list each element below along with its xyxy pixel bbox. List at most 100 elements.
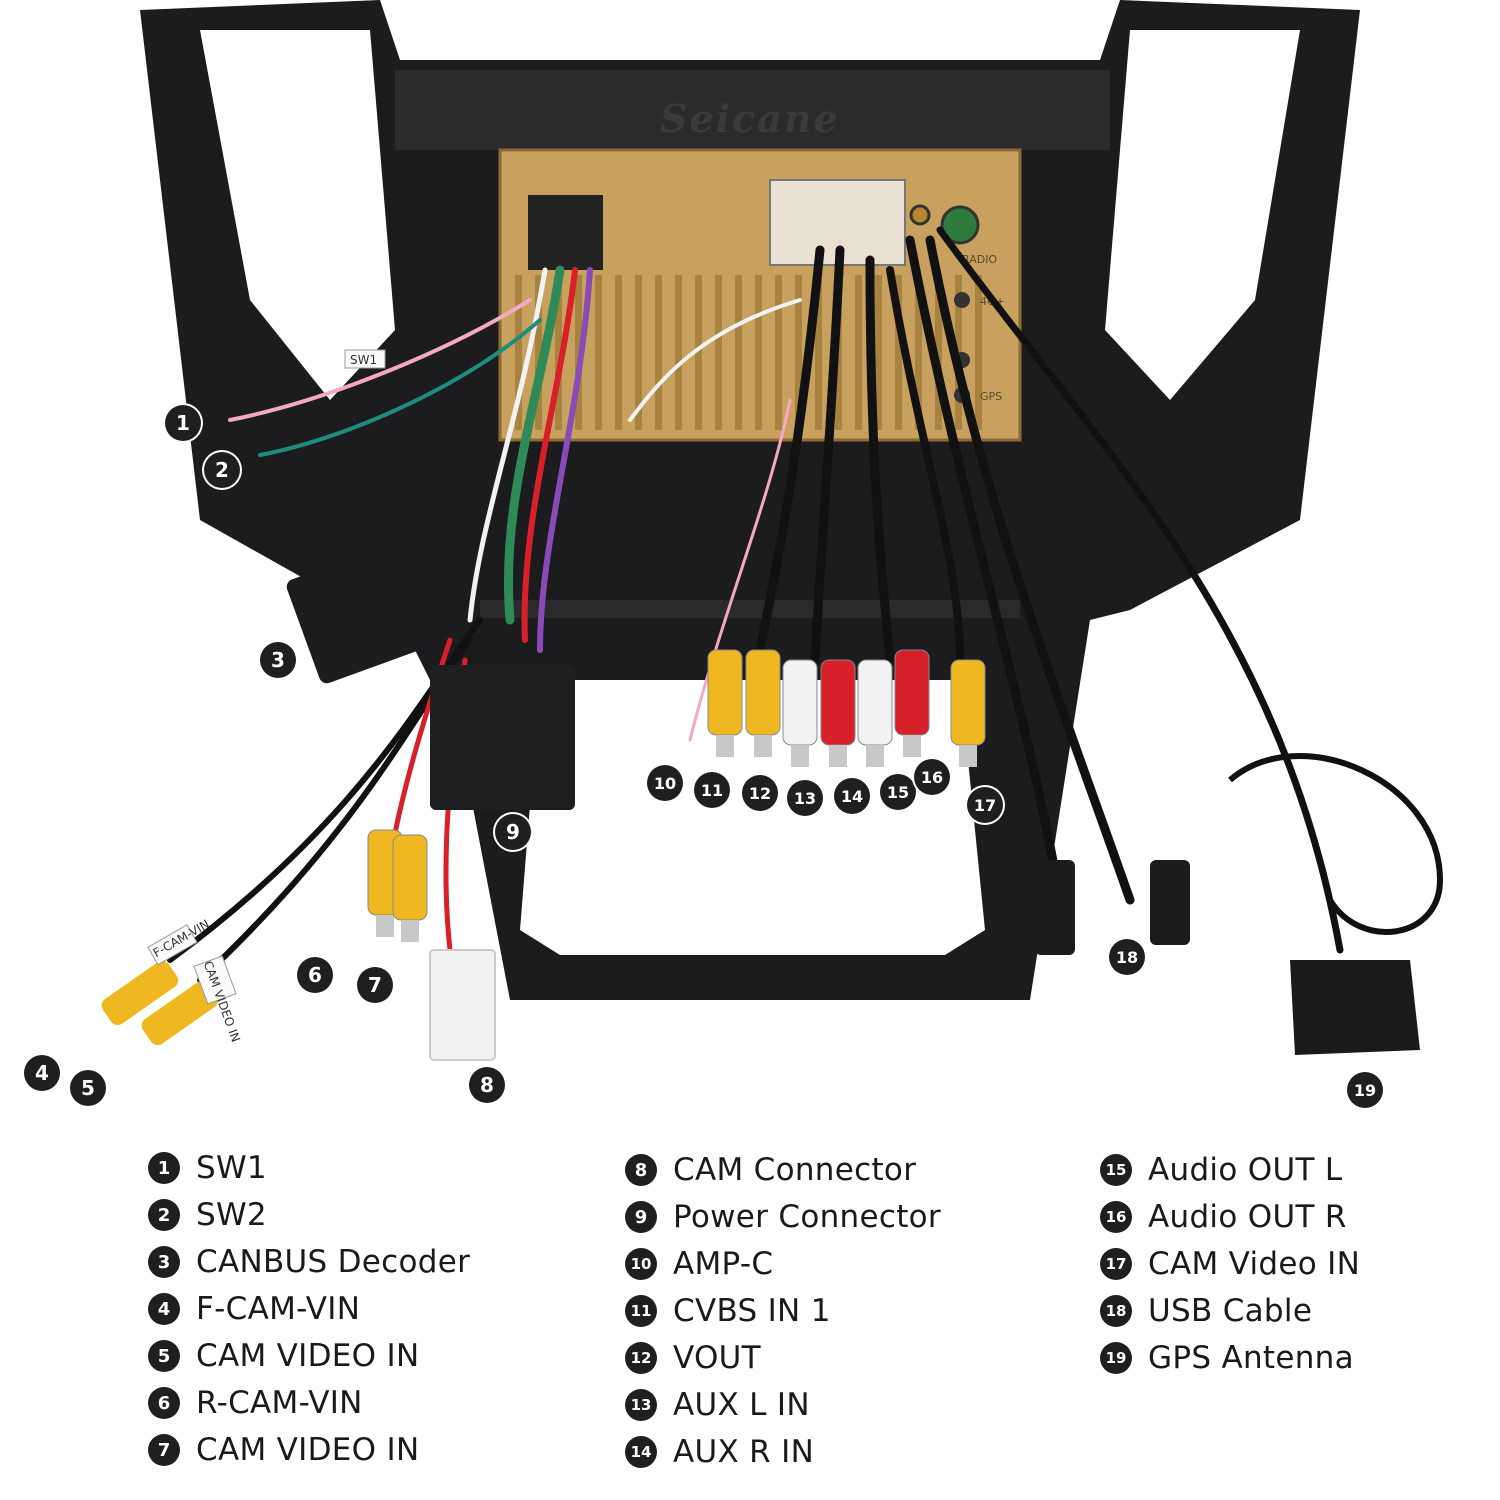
legend-number: 7 xyxy=(148,1434,180,1466)
rca-plug xyxy=(392,834,428,921)
rca-plug xyxy=(782,659,818,746)
legend-item-14: 14 AUX R IN xyxy=(625,1432,814,1472)
legend-number: 2 xyxy=(148,1199,180,1231)
legend-item-12: 12 VOUT xyxy=(625,1338,761,1378)
heatsink-fin xyxy=(855,275,862,430)
legend-number: 9 xyxy=(625,1201,657,1233)
legend-number: 5 xyxy=(148,1340,180,1372)
legend-number: 8 xyxy=(625,1154,657,1186)
legend-label: F-CAM-VIN xyxy=(196,1291,361,1327)
power-connector xyxy=(430,665,575,810)
heatsink-fin xyxy=(635,275,642,430)
heatsink-fin xyxy=(895,275,902,430)
legend-label: VOUT xyxy=(673,1340,761,1376)
heatsink-fin xyxy=(715,275,722,430)
legend-number: 16 xyxy=(1100,1201,1132,1233)
legend-label: CVBS IN 1 xyxy=(673,1293,831,1329)
legend-number: 15 xyxy=(1100,1154,1132,1186)
power-socket xyxy=(528,195,603,270)
cam-connector xyxy=(429,949,496,1061)
callout-10: 10 xyxy=(647,765,683,801)
legend-item-5: 5 CAM VIDEO IN xyxy=(148,1336,419,1376)
callout-8: 8 xyxy=(469,1067,505,1103)
legend-number: 17 xyxy=(1100,1248,1132,1280)
legend-number: 10 xyxy=(625,1248,657,1280)
legend-number: 3 xyxy=(148,1246,180,1278)
dashboard-frame xyxy=(140,0,1360,1000)
callout-12: 12 xyxy=(742,775,778,811)
gps-antenna xyxy=(1290,960,1420,1055)
callout-11: 11 xyxy=(694,772,730,808)
legend-item-3: 3 CANBUS Decoder xyxy=(148,1242,470,1282)
rca-tip xyxy=(959,745,977,767)
callout-5: 5 xyxy=(70,1070,106,1106)
heatsink-fin xyxy=(535,275,542,430)
rca-plug xyxy=(950,659,986,746)
heatsink-fin xyxy=(935,275,942,430)
legend-label: CAM Connector xyxy=(673,1152,917,1188)
legend-item-11: 11 CVBS IN 1 xyxy=(625,1291,831,1331)
legend-label: Power Connector xyxy=(673,1199,941,1235)
legend-item-4: 4 F-CAM-VIN xyxy=(148,1289,360,1329)
legend-item-15: 15 Audio OUT L xyxy=(1100,1150,1342,1190)
callout-7: 7 xyxy=(357,967,393,1003)
heatsink-fin xyxy=(795,275,802,430)
rca-tip xyxy=(716,735,734,757)
heatsink-fin xyxy=(815,275,822,430)
legend-number: 19 xyxy=(1100,1342,1132,1374)
gps-port-icon xyxy=(909,204,931,226)
rca-plug xyxy=(745,649,781,736)
legend-item-18: 18 USB Cable xyxy=(1100,1291,1312,1331)
legend-number: 13 xyxy=(625,1389,657,1421)
fourg-port-icon xyxy=(954,292,970,308)
rca-plugs xyxy=(101,649,986,1046)
callout-9: 9 xyxy=(495,814,531,850)
legend-label: CAM VIDEO IN xyxy=(196,1432,420,1468)
legend-number: 6 xyxy=(148,1387,180,1419)
legend-label: AMP-C xyxy=(673,1246,774,1282)
rca-tip xyxy=(401,920,419,942)
rca-tip xyxy=(791,745,809,767)
legend-label: Audio OUT L xyxy=(1148,1152,1343,1188)
legend-number: 12 xyxy=(625,1342,657,1374)
rca-tip xyxy=(829,745,847,767)
legend-number: 18 xyxy=(1100,1295,1132,1327)
legend-number: 4 xyxy=(148,1293,180,1325)
callout-14: 14 xyxy=(834,778,870,814)
legend-item-7: 7 CAM VIDEO IN xyxy=(148,1430,419,1470)
rca-plug xyxy=(101,960,179,1026)
legend-label: AUX R IN xyxy=(673,1434,815,1470)
callout-19: 19 xyxy=(1347,1072,1383,1108)
legend-label: R-CAM-VIN xyxy=(196,1385,363,1421)
heatsink-fin xyxy=(555,275,562,430)
unit-housing: Seicane xyxy=(395,70,1110,150)
wire-harness xyxy=(167,226,1344,983)
heatsink-fin xyxy=(615,275,622,430)
legend-item-16: 16 Audio OUT R xyxy=(1100,1197,1347,1237)
svg-text:SW1: SW1 xyxy=(350,353,377,367)
callout-18: 18 xyxy=(1109,939,1145,975)
rca-tip xyxy=(866,745,884,767)
legend-label: CANBUS Decoder xyxy=(196,1244,471,1280)
callout-15: 15 xyxy=(880,774,916,810)
legend-item-10: 10 AMP-C xyxy=(625,1244,773,1284)
rca-plug xyxy=(857,659,893,746)
callout-13: 13 xyxy=(787,780,823,816)
rca-plug xyxy=(820,659,856,746)
heatsink-fin xyxy=(655,275,662,430)
legend-label: CAM VIDEO IN xyxy=(196,1338,420,1374)
legend-number: 11 xyxy=(625,1295,657,1327)
heatsink-fin xyxy=(875,275,882,430)
legend-label: USB Cable xyxy=(1148,1293,1313,1329)
rca-plug xyxy=(141,980,219,1046)
legend-label: Audio OUT R xyxy=(1148,1199,1347,1235)
heatsink-fin xyxy=(695,275,702,430)
heatsink-fin xyxy=(515,275,522,430)
legend-number: 14 xyxy=(625,1436,657,1468)
legend-item-6: 6 R-CAM-VIN xyxy=(148,1383,363,1423)
callout-2: 2 xyxy=(204,452,240,488)
